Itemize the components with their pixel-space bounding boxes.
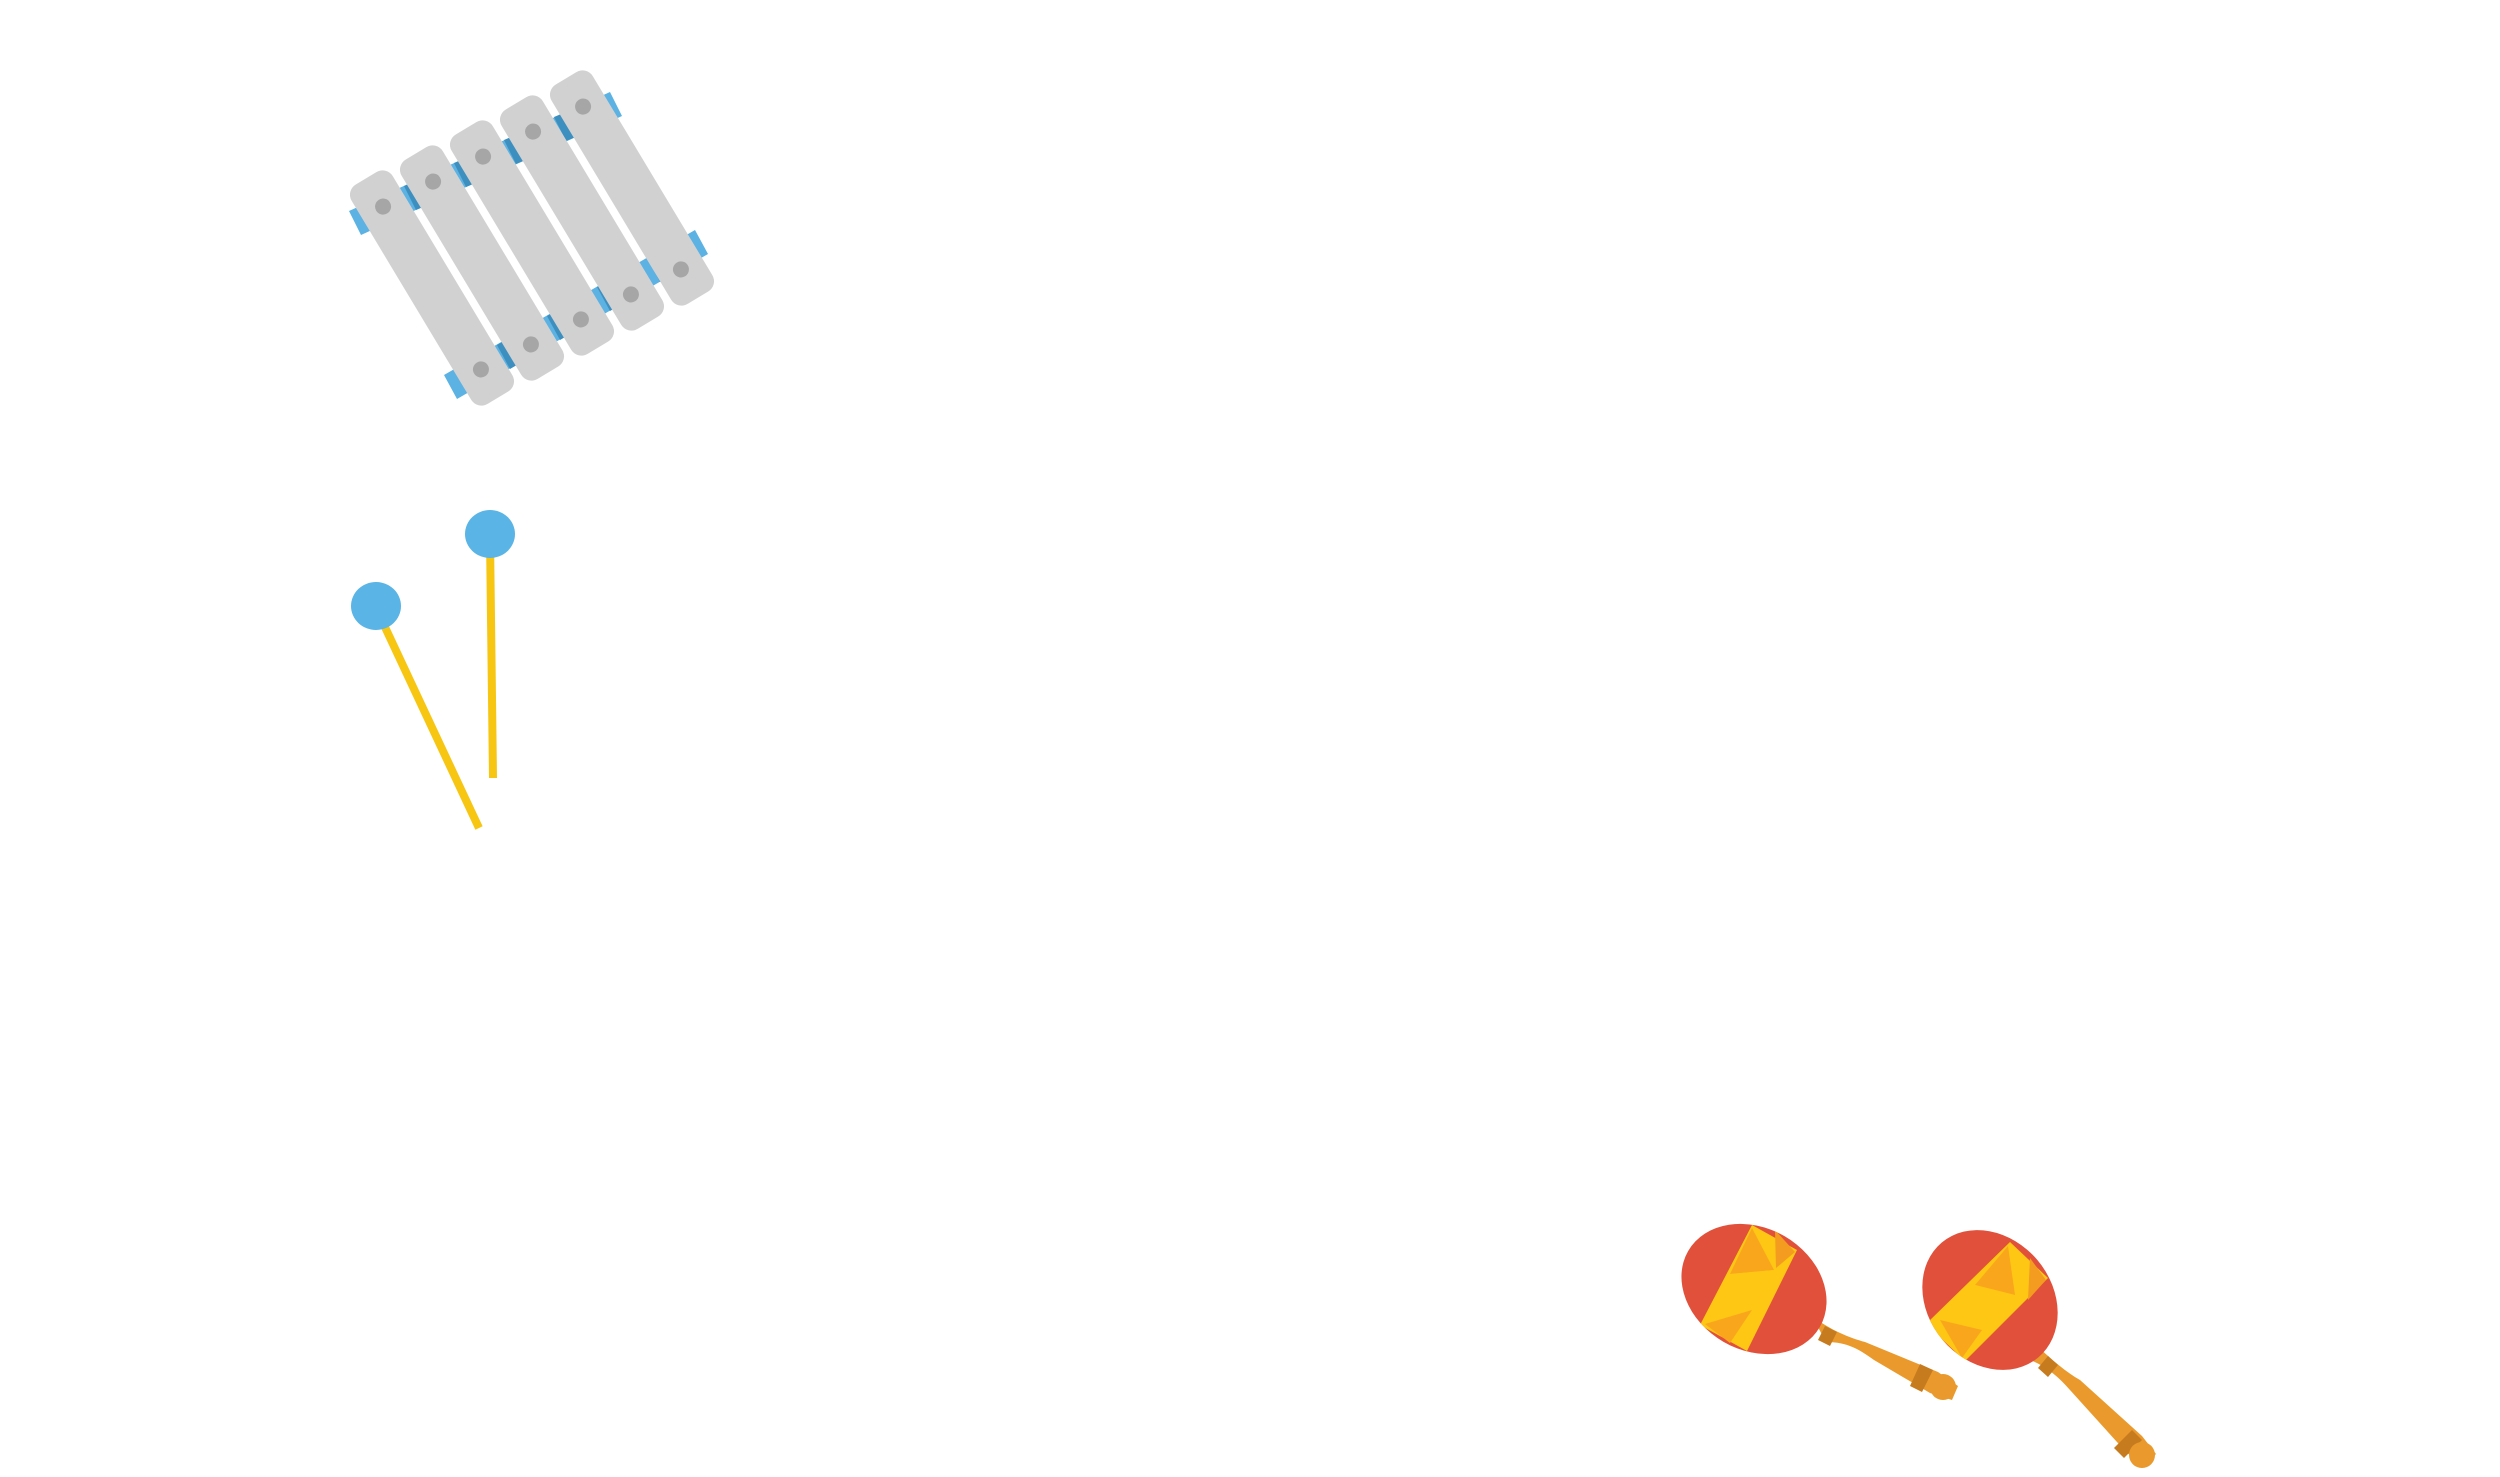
mallet-head [351,582,401,630]
maraca-handle-end [1930,1374,1956,1400]
xylophone-bar [449,120,615,356]
maraca-icon [1681,1223,1958,1400]
xylophone-bar [499,95,665,331]
mallet-icon [465,510,515,779]
maraca-handle-stripe [2038,1356,2058,1377]
xylophone-icon [349,70,715,406]
mallet-stick [373,608,483,830]
mallet-icon [351,582,483,830]
xylophone-bar [549,70,715,306]
xylophone-bar [349,170,515,406]
mallet-stick [486,537,497,779]
maraca-icon [1922,1230,2156,1468]
maraca-handle-stripe [1910,1364,1933,1392]
maraca-handle-end [2129,1442,2155,1468]
maraca-pattern [1926,1242,2048,1361]
maraca-handle-stripe [2114,1430,2142,1458]
maraca-handle-stripe [1818,1326,1837,1346]
maraca-handle [2026,1344,2156,1466]
xylophone-bar [399,145,565,381]
maraca-pattern [1700,1225,1797,1351]
mallet-head [465,510,515,558]
